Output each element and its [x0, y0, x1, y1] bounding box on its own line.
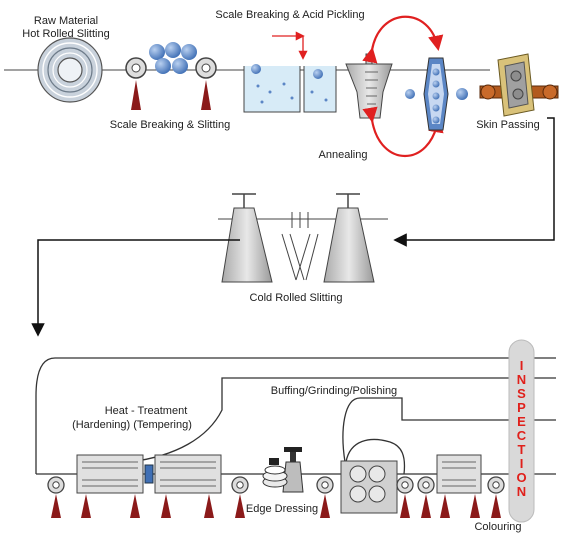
roller [316, 476, 334, 494]
annealing-label: Annealing [319, 149, 368, 161]
support-spike [421, 494, 431, 518]
edge-dressing-label: Edge Dressing [246, 503, 318, 515]
bottom-rollers [47, 476, 505, 494]
support-spike [491, 494, 501, 518]
inspection-letter: O [516, 470, 526, 485]
inspection-letter: N [517, 484, 526, 499]
skin-pass-mill-icon [479, 53, 559, 117]
colouring-unit [436, 454, 482, 494]
inspection-letter: N [517, 372, 526, 387]
skin-passing-label: Skin Passing [476, 119, 540, 131]
buffing-label: Buffing/Grinding/Polishing [271, 385, 397, 397]
raw-material-label: Raw Material [34, 15, 98, 27]
scale-pickling-label: Scale Breaking & Acid Pickling [215, 9, 364, 21]
support-spike [470, 494, 480, 518]
support-spike [235, 494, 245, 518]
inspection-letters: I N S P E C T I O N [516, 358, 526, 499]
support-spike [130, 494, 140, 518]
inspection-station [508, 339, 535, 523]
coil-icon [37, 37, 103, 103]
inspection-letter: S [517, 386, 526, 401]
roll-stand-icon [405, 57, 468, 131]
acid-feed-arrow [272, 31, 308, 60]
support-spike [161, 494, 171, 518]
hardening-furnace [76, 454, 144, 494]
hot-rolled-slitting-label: Hot Rolled Slitting [22, 28, 109, 40]
scale-breaking-rollers [125, 42, 217, 110]
pickling-tanks [243, 64, 337, 113]
polishing-machine [340, 460, 398, 514]
inspection-letter: I [520, 456, 524, 471]
roller [417, 476, 435, 494]
support-spike [320, 494, 330, 518]
support-spike [400, 494, 410, 518]
roller [487, 476, 505, 494]
colouring-label: Colouring [474, 521, 521, 533]
flow-arrow-to-heat-treatment [31, 239, 240, 337]
quench-unit [144, 464, 154, 484]
inspection-letter: E [517, 414, 526, 429]
roller [231, 476, 249, 494]
flow-arrow-to-cold-slitting [393, 117, 555, 247]
heat-treatment-sub-label: (Hardening) (Tempering) [72, 419, 192, 431]
support-spike [51, 494, 61, 518]
annealing-cycle-arrows [362, 15, 444, 157]
roller [396, 476, 414, 494]
inspection-letter: T [518, 442, 526, 457]
inspection-letter: C [517, 428, 527, 443]
support-spike [81, 494, 91, 518]
bottom-supports [51, 494, 501, 518]
tempering-furnace [154, 454, 222, 494]
heat-treatment-label: Heat - Treatment [105, 405, 188, 417]
scale-slitting-label: Scale Breaking & Slitting [110, 119, 230, 131]
strip-return-loops [35, 357, 556, 475]
cold-rolled-slitter [218, 193, 388, 283]
roller [47, 476, 65, 494]
inspection-letter: I [520, 358, 524, 373]
inspection-letter: P [517, 400, 526, 415]
cold-rolled-slitting-label: Cold Rolled Slitting [250, 292, 343, 304]
support-spike [204, 494, 214, 518]
support-spike [440, 494, 450, 518]
edge-dressing-machine [262, 447, 304, 493]
annealing-furnace [345, 53, 393, 119]
